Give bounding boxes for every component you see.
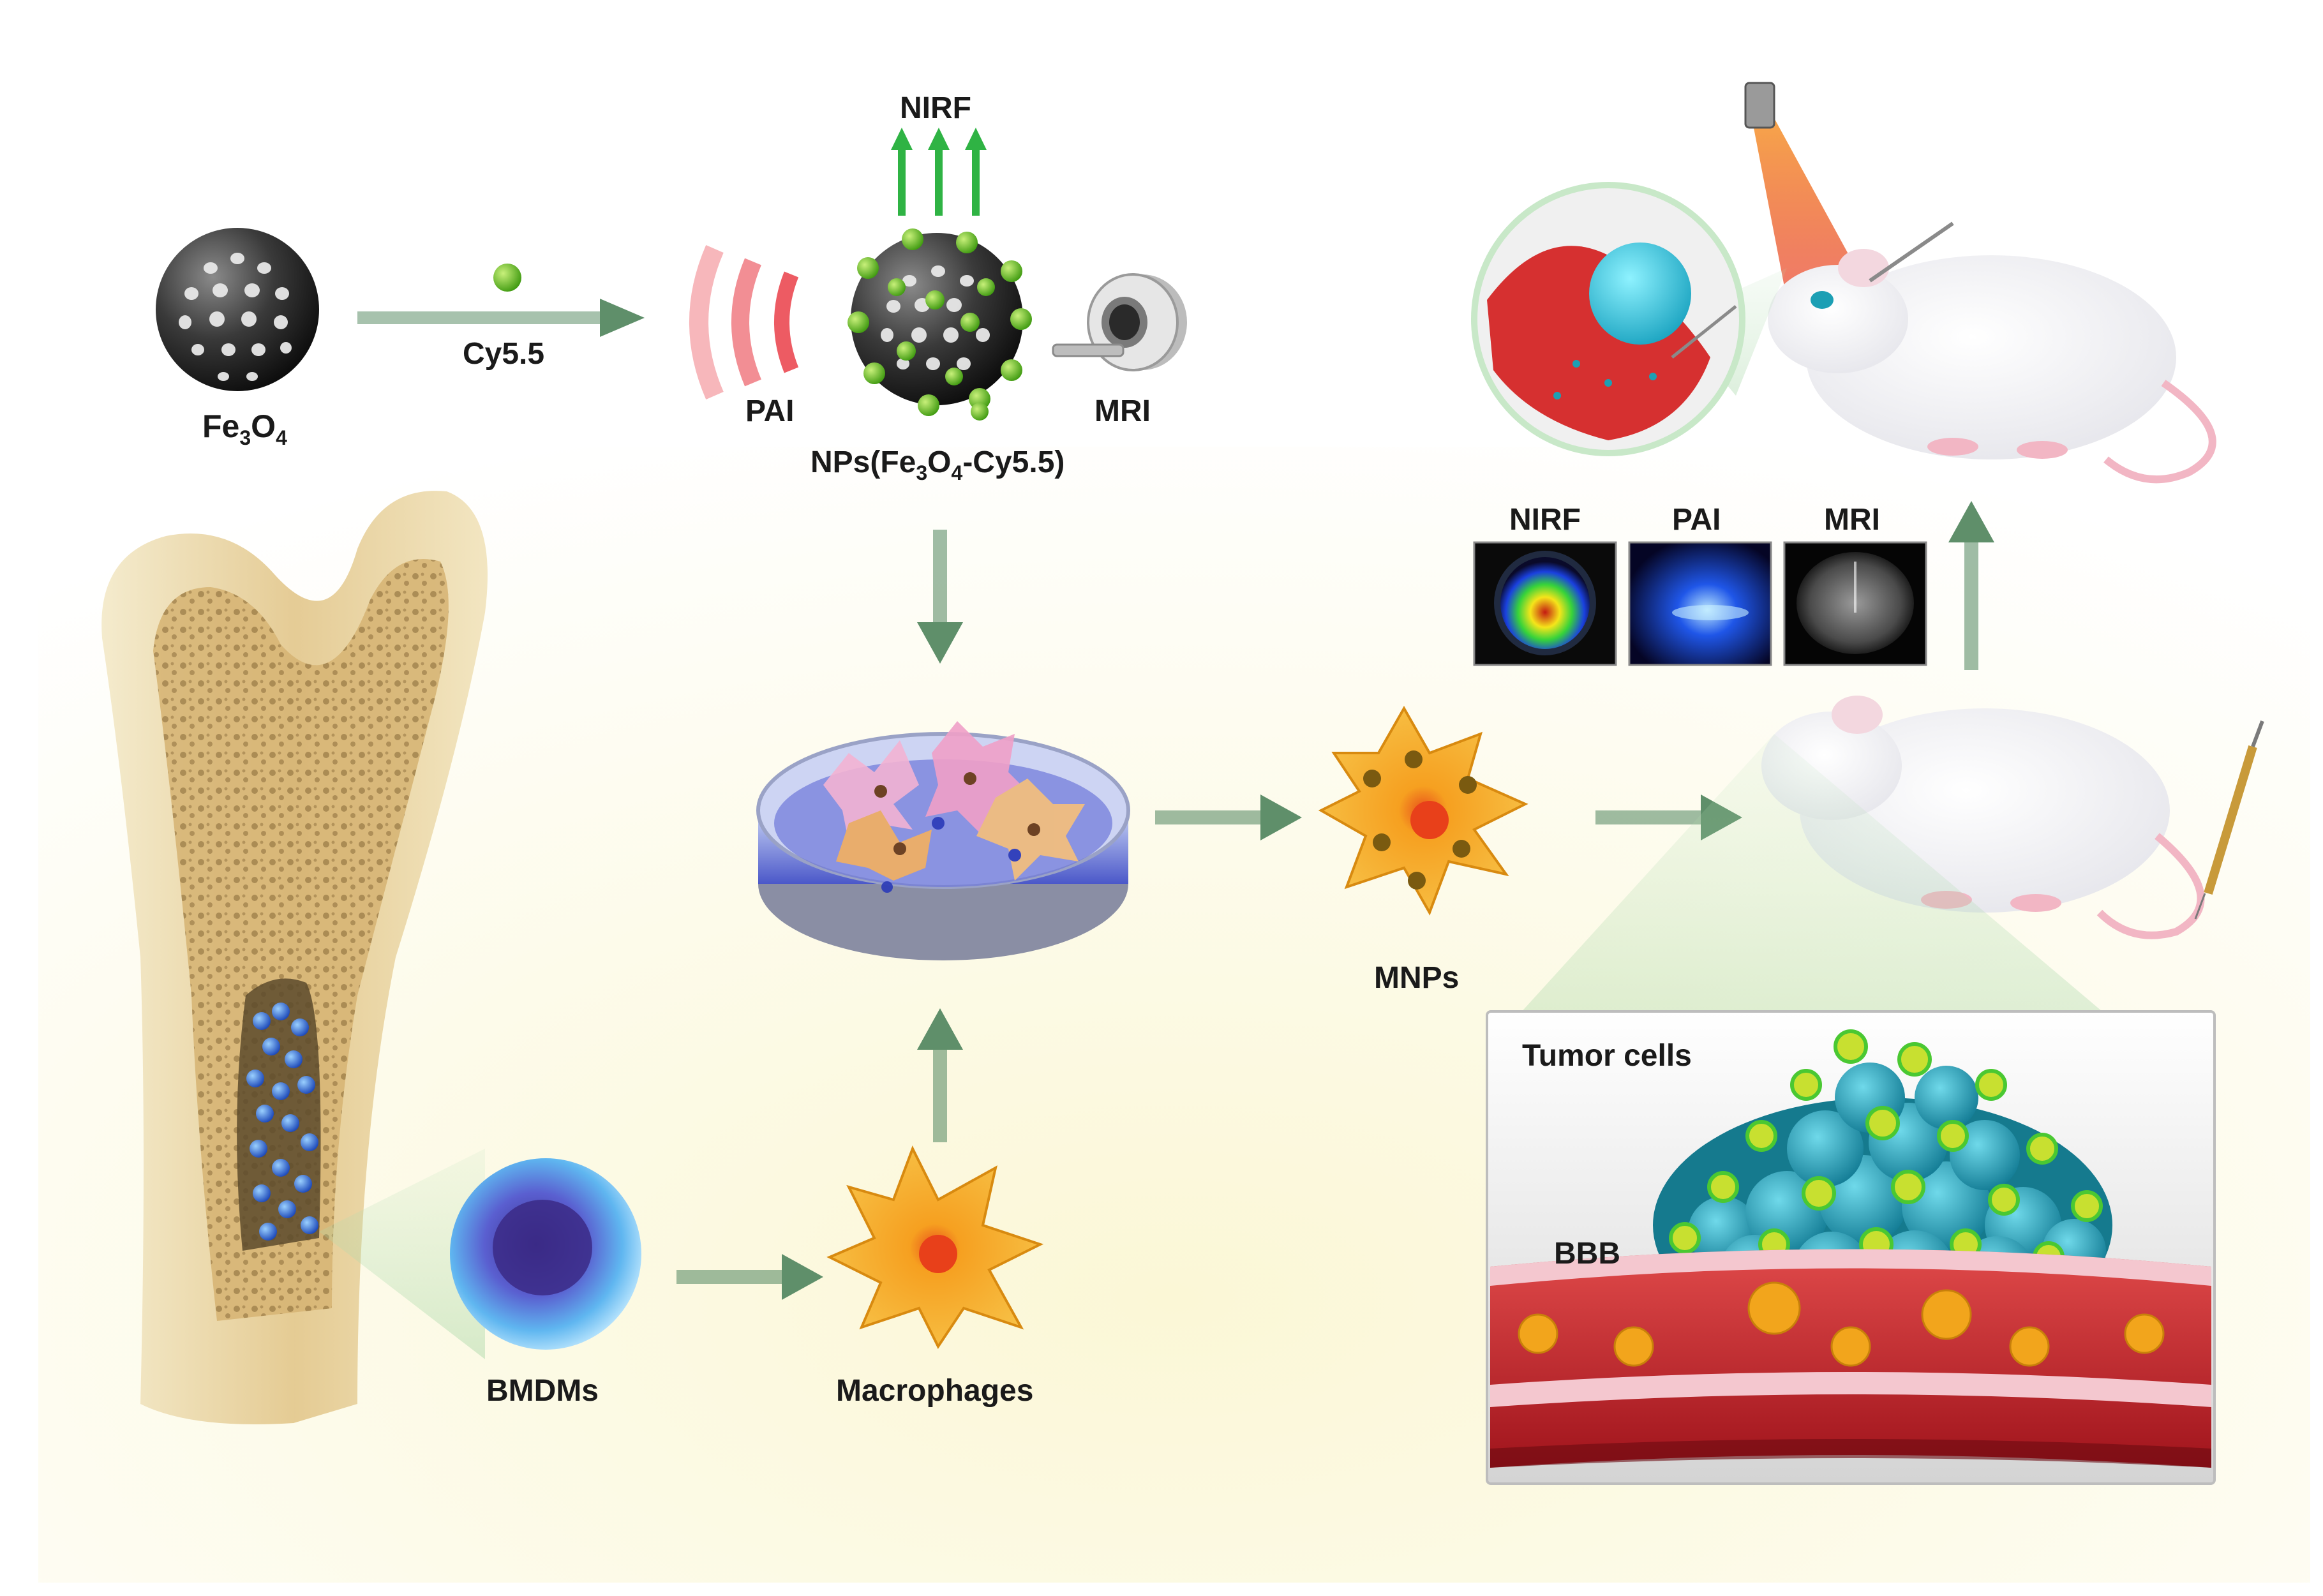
dish-macrophages: [823, 721, 1085, 893]
nirf-top-label: NIRF: [900, 91, 971, 125]
zoom-cone-bone: [319, 1149, 485, 1359]
pai-wave-icon: [689, 245, 799, 399]
pai-image: [1628, 541, 1772, 666]
arrow-nps-to-dish: [917, 530, 963, 664]
vessel-macrophages: [1518, 1281, 2165, 1367]
panel-label-mri: MRI: [1824, 503, 1880, 537]
cy55-dot: [493, 264, 521, 292]
tumor-cells-label: Tumor cells: [1522, 1039, 1692, 1073]
cy55-arrow: [357, 299, 645, 337]
syringe-icon: [2194, 720, 2264, 920]
arrow-mouse-to-imaging: [1948, 501, 1994, 670]
panel-label-pai: PAI: [1672, 503, 1721, 537]
mnps-cell: [1318, 705, 1528, 916]
mnps-label: MNPs: [1374, 961, 1459, 995]
macrophage-cell: [826, 1145, 1044, 1349]
arrow-bmdm-to-macrophage: [676, 1254, 823, 1300]
pai-label: PAI: [745, 394, 794, 428]
arrow-macrophage-to-dish: [917, 1008, 963, 1142]
mri-label: MRI: [1094, 394, 1151, 428]
tumor-bbb-panel: [1486, 1010, 2216, 1485]
laser-device-icon: [1744, 82, 1775, 129]
arrow-dish-to-mnps: [1155, 794, 1302, 840]
laser-beam: [1752, 118, 1870, 300]
macrophages-label: Macrophages: [836, 1374, 1033, 1408]
top-mouse: [1744, 82, 2216, 484]
nps-fe3o4-cy55-particle: [848, 228, 1032, 421]
brain-tumor-zoom: [1471, 182, 1787, 456]
nirf-emission-arrows: [891, 128, 987, 216]
cy55-label: Cy5.5: [463, 337, 544, 371]
fe3o4-nanoparticle: [156, 228, 319, 391]
bmdms-label: BMDMs: [486, 1374, 599, 1408]
bmdm-cell: [450, 1158, 641, 1350]
mri-scanner-icon: [1052, 273, 1187, 371]
imaging-panels: [1473, 541, 1927, 666]
zoom-cone-mouse: [1519, 734, 2106, 1015]
panel-label-nirf: NIRF: [1509, 503, 1581, 537]
bbb-label: BBB: [1554, 1237, 1620, 1271]
nps-label: NPs(Fe3O4-Cy5.5): [810, 445, 1064, 484]
fe3o4-label: Fe3O4: [202, 408, 287, 449]
bone-marrow-cells: [246, 1003, 318, 1241]
